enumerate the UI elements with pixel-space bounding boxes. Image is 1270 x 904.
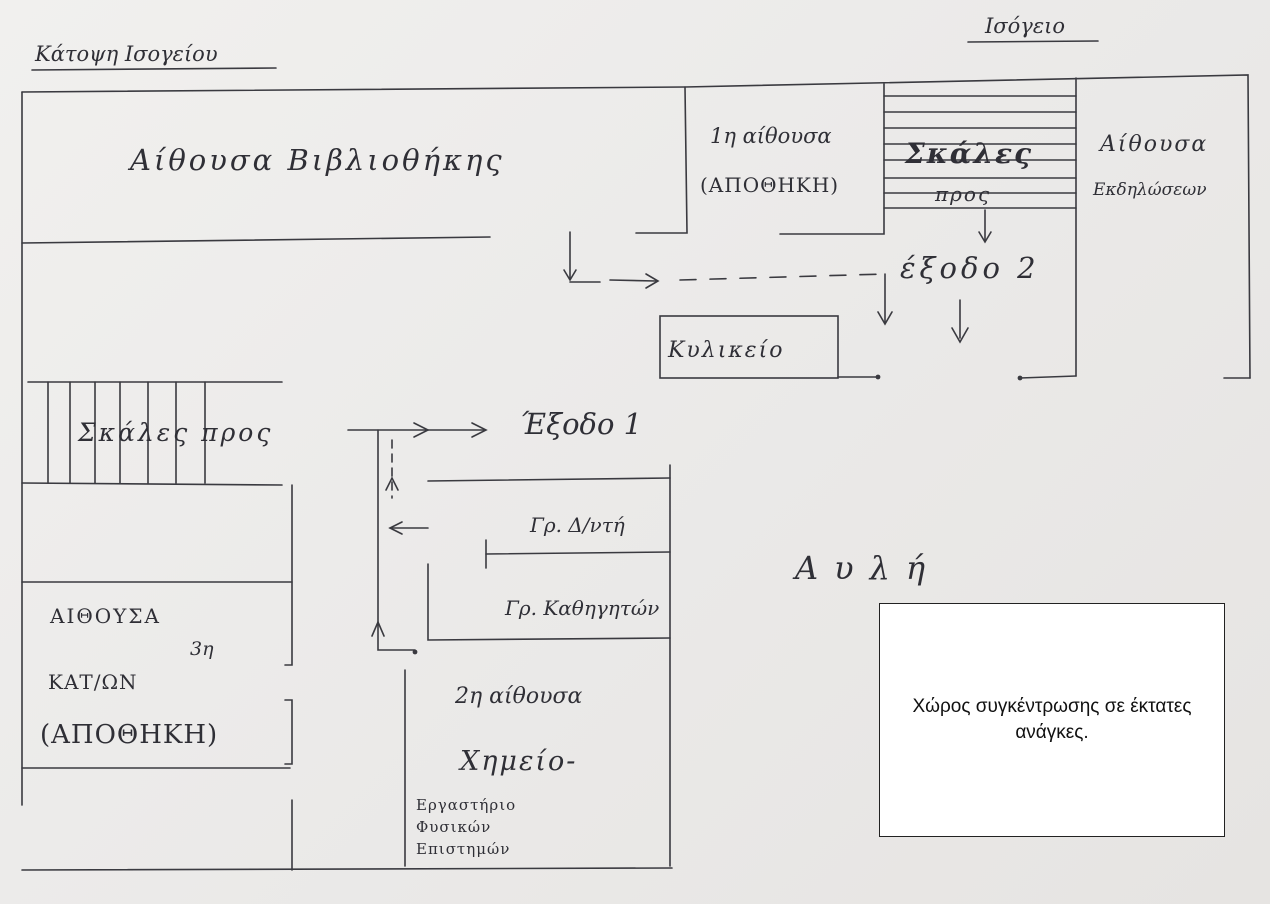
events-hall-label: Αίθουσα (1100, 132, 1209, 157)
principal-top-wall (427, 477, 671, 482)
route1-exit-arrowhead-2 (471, 422, 488, 438)
teachers-office-wall (427, 563, 671, 641)
exit1-label: Έξοδο 1 (520, 407, 643, 441)
principal-bottom-wall (485, 551, 671, 555)
route2-final-arrowhead (877, 311, 893, 326)
wall-end-dot (875, 374, 881, 380)
room2-label: 2η αίθουσα (455, 684, 583, 709)
assembly-point-box: Χώρος συγκέντρωσης σε έκτατες ανάγκες. (879, 603, 1225, 837)
room3-class-label: ΚΑΤ/ΩΝ (48, 670, 138, 694)
wall-end-dot-3 (412, 649, 418, 655)
room3-label: ΑΙΘΟΥΣΑ (50, 604, 161, 628)
events-hall-label-2: Εκδηλώσεων (1093, 180, 1207, 200)
stairs-right-to-label: προς (935, 182, 992, 206)
stairs-right-steps (883, 95, 1077, 209)
stairs-left-label: Σκάλες προς (78, 418, 274, 447)
outer-wall-top (21, 74, 1251, 379)
exit2-label: έξοδο 2 (900, 251, 1040, 285)
room1-right-wall (779, 83, 885, 235)
canteen-outline (659, 315, 839, 379)
stairs-to-exit2-arrowhead (978, 231, 992, 244)
room2-lab-label: Χημείο- (460, 746, 578, 777)
exit2-arrowhead (951, 327, 969, 344)
room1-label: 1η αίθουσα (710, 124, 832, 148)
library-wall (21, 236, 491, 244)
exit2-wall-stub (1019, 375, 1077, 379)
title-left-underline (31, 67, 277, 71)
room1-left-wall (635, 86, 688, 234)
room2-sciences-label: Επιστημών (416, 840, 511, 858)
room3-right-wall-lower (284, 699, 293, 765)
plan-title: Κάτοψη Ισογείου (35, 42, 218, 66)
route2-arrow-head (645, 273, 660, 289)
route2-dashed-line (679, 273, 886, 281)
route1-up-arrowhead-2 (385, 476, 399, 491)
room2-workshop-label: Εργαστήριο (416, 796, 517, 814)
principal-office-label: Γρ. Δ/ντή (530, 513, 625, 537)
assembly-point-text: Χώρος συγκέντρωσης σε έκτατες ανάγκες. (912, 696, 1192, 743)
building-bottom-wall (21, 867, 673, 871)
route1-path (377, 429, 416, 651)
library-label: Αίθουσα Βιβλιοθήκης (130, 143, 505, 177)
title-right-underline (967, 40, 1099, 43)
canteen-label: Κυλικείο (668, 338, 785, 363)
stairs-left-steps (47, 381, 206, 484)
route2-arrow-line (609, 279, 657, 282)
courtyard-label: Αυλή (795, 549, 942, 587)
room3-storage-label: (ΑΠΟΘΗΚΗ) (40, 720, 219, 750)
room3-right-wall-upper (284, 484, 293, 666)
stairs-left-bottom (21, 482, 283, 486)
stairs-right-label: Σκάλες (905, 137, 1034, 170)
wall-end-dot-2 (1017, 375, 1023, 381)
route2-down-arrowhead (563, 269, 577, 282)
room1-storage-label: (ΑΠΟΘΗΚΗ) (700, 173, 840, 197)
floor-label: Ισόγειο (985, 14, 1065, 38)
room3-number: 3η (190, 638, 214, 660)
teachers-office-label: Γρ. Καθηγητών (505, 596, 660, 620)
room2-physics-label: Φυσικών (416, 818, 492, 836)
route1-left-arrowhead (388, 521, 403, 535)
route1-up-arrowhead (371, 619, 385, 637)
